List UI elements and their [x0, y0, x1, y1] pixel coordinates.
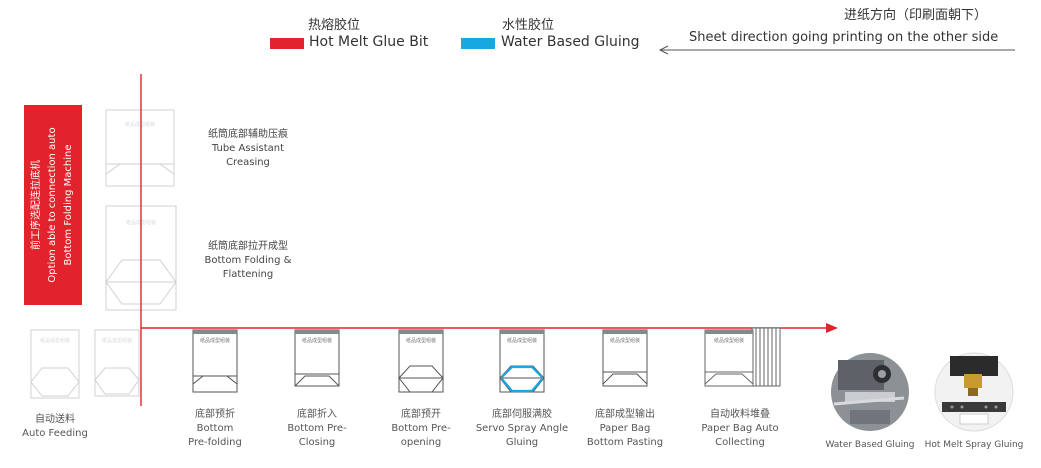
svg-text:纸品成型组装: 纸品成型组装: [200, 337, 230, 344]
svg-text:纸品成型组装: 纸品成型组装: [125, 121, 155, 128]
svg-text:纸品成型组装: 纸品成型组装: [302, 337, 332, 344]
step-bottom-pasting-label: 底部成型输出 Paper Bag Bottom Pasting: [586, 409, 664, 448]
process-arrowhead: [826, 323, 838, 333]
hot-melt-swatch: [270, 38, 304, 49]
water-gluing-unit-photo: [831, 353, 909, 431]
side-step-1-label: 纸筒底部辅助压痕 Tube Assistant Creasing: [208, 129, 288, 168]
direction-cn: 进纸方向（印刷面朝下）: [844, 8, 988, 23]
bag-preopening: 纸品成型组装: [398, 329, 444, 393]
side-step-2-label: 纸筒底部拉开成型 Bottom Folding & Flattening: [204, 241, 292, 280]
bag-servo-gluing: 纸品成型组装: [499, 329, 545, 393]
water-legend-en: Water Based Gluing: [501, 34, 640, 50]
step-preclosing-label: 底部折入 Bottom Pre- Closing: [287, 409, 347, 448]
step-servo-gluing-label: 底部伺服满胶 Servo Spray Angle Gluing: [475, 409, 569, 448]
bag-prefolding: 纸品成型组装: [192, 329, 238, 393]
water-glue-marks: [501, 365, 543, 393]
bag-preclosing: 纸品成型组装: [294, 329, 340, 387]
water-gluing-caption: Water Based Gluing: [825, 440, 915, 450]
bag-bottom-pasting: 纸品成型组装: [602, 329, 648, 387]
svg-text:纸品成型组装: 纸品成型组装: [40, 337, 70, 344]
hot-melt-spray-unit-photo: [934, 352, 1014, 432]
svg-text:纸品成型组装: 纸品成型组装: [610, 337, 640, 344]
hot-melt-caption: Hot Melt Spray Gluing: [924, 440, 1024, 450]
bag-stack: 纸品成型组装: [704, 327, 781, 387]
svg-text:纸品成型组装: 纸品成型组装: [507, 337, 537, 344]
step-preopening-label: 底部预开 Bottom Pre- opening: [391, 409, 451, 448]
feeding-bag-1: 纸品成型组装: [30, 329, 80, 399]
svg-text:纸品成型组装: 纸品成型组装: [102, 337, 132, 344]
hot-melt-legend-en: Hot Melt Glue Bit: [309, 34, 429, 50]
option-box: 前工序选配连拉底机 Option able to connection auto…: [24, 105, 82, 305]
side-bag-1: 纸品成型组装: [105, 109, 175, 187]
step-auto-collecting-label: 自动收料堆叠 Paper Bag Auto Collecting: [701, 409, 779, 448]
feeding-bag-2: 纸品成型组装: [94, 329, 140, 397]
water-swatch: [461, 38, 495, 49]
direction-arrowhead: [658, 45, 669, 55]
hot-melt-legend-cn: 热熔胶位: [308, 18, 361, 33]
step-prefolding-label: 底部预折 Bottom Pre-folding: [188, 409, 242, 448]
svg-text:纸品成型组装: 纸品成型组装: [714, 337, 744, 344]
svg-text:纸品成型组装: 纸品成型组装: [406, 337, 436, 344]
step-auto-feeding-label: 自动送料 Auto Feeding: [22, 414, 88, 439]
direction-en: Sheet direction going printing on the ot…: [689, 30, 999, 45]
water-legend-cn: 水性胶位: [502, 18, 555, 33]
